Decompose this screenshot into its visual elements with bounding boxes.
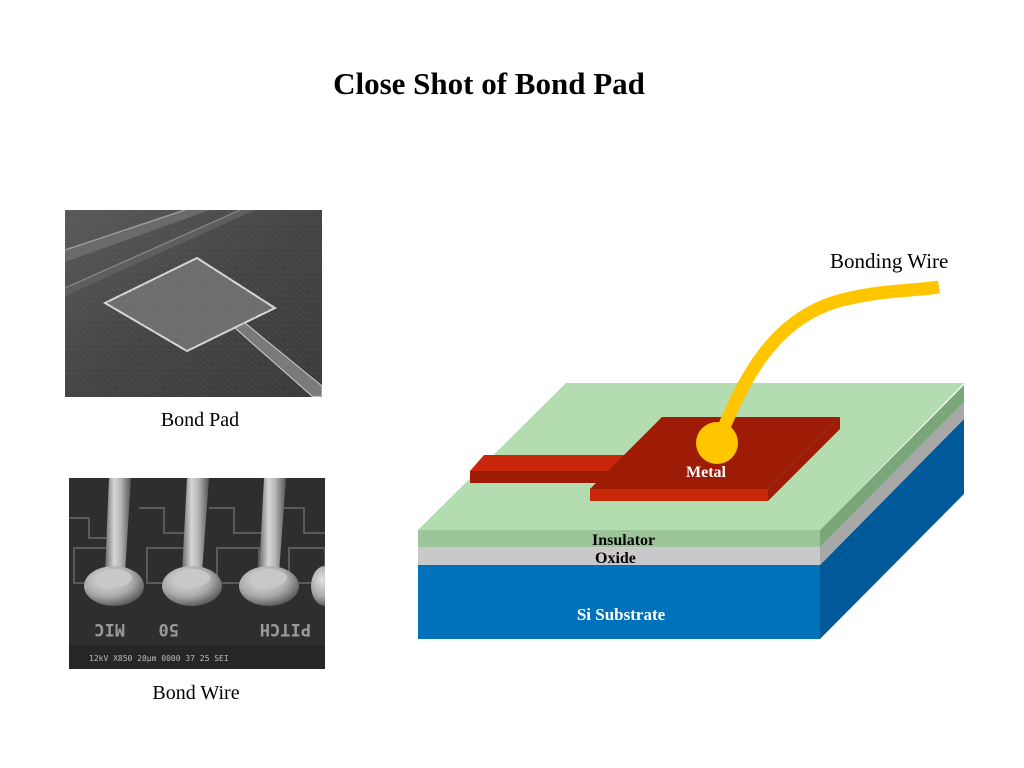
insulator-front-face — [418, 530, 820, 547]
metal-pad-front — [590, 489, 768, 501]
bond-pad-caption: Bond Pad — [160, 409, 240, 431]
substrate-label: Si Substrate — [577, 605, 666, 624]
substrate-front-face — [418, 565, 820, 639]
bonding-wire-label: Bonding Wire — [830, 249, 948, 273]
insulator-label: Insulator — [592, 532, 655, 549]
bond-wire-photo: MIC 50 PITCH 12kV X850 20μm 0000 37 25 S… — [69, 478, 325, 669]
oxide-side-face — [820, 402, 964, 565]
substrate-side-face — [820, 419, 964, 639]
bonding-wire — [711, 280, 940, 445]
metal-label: Metal — [686, 464, 727, 481]
micrograph-text-pitch: PITCH — [260, 619, 311, 639]
metal-pad-side — [768, 417, 840, 501]
slide-title: Close Shot of Bond Pad — [333, 66, 645, 101]
micrograph-text-50: 50 — [159, 619, 179, 639]
metal-trace-top — [470, 455, 640, 471]
wire-ball-bond — [696, 422, 738, 464]
micrograph-footer: 12kV X850 20μm 0000 37 25 SEI — [89, 654, 229, 663]
micrograph-text-mic: MIC — [94, 619, 125, 639]
metal-trace-front — [470, 471, 626, 483]
insulator-side-face — [820, 385, 964, 547]
oxide-label: Oxide — [595, 550, 636, 567]
bond-wire-caption: Bond Wire — [152, 682, 240, 704]
oxide-front-face — [418, 547, 820, 565]
bond-pad-photo — [65, 210, 322, 397]
